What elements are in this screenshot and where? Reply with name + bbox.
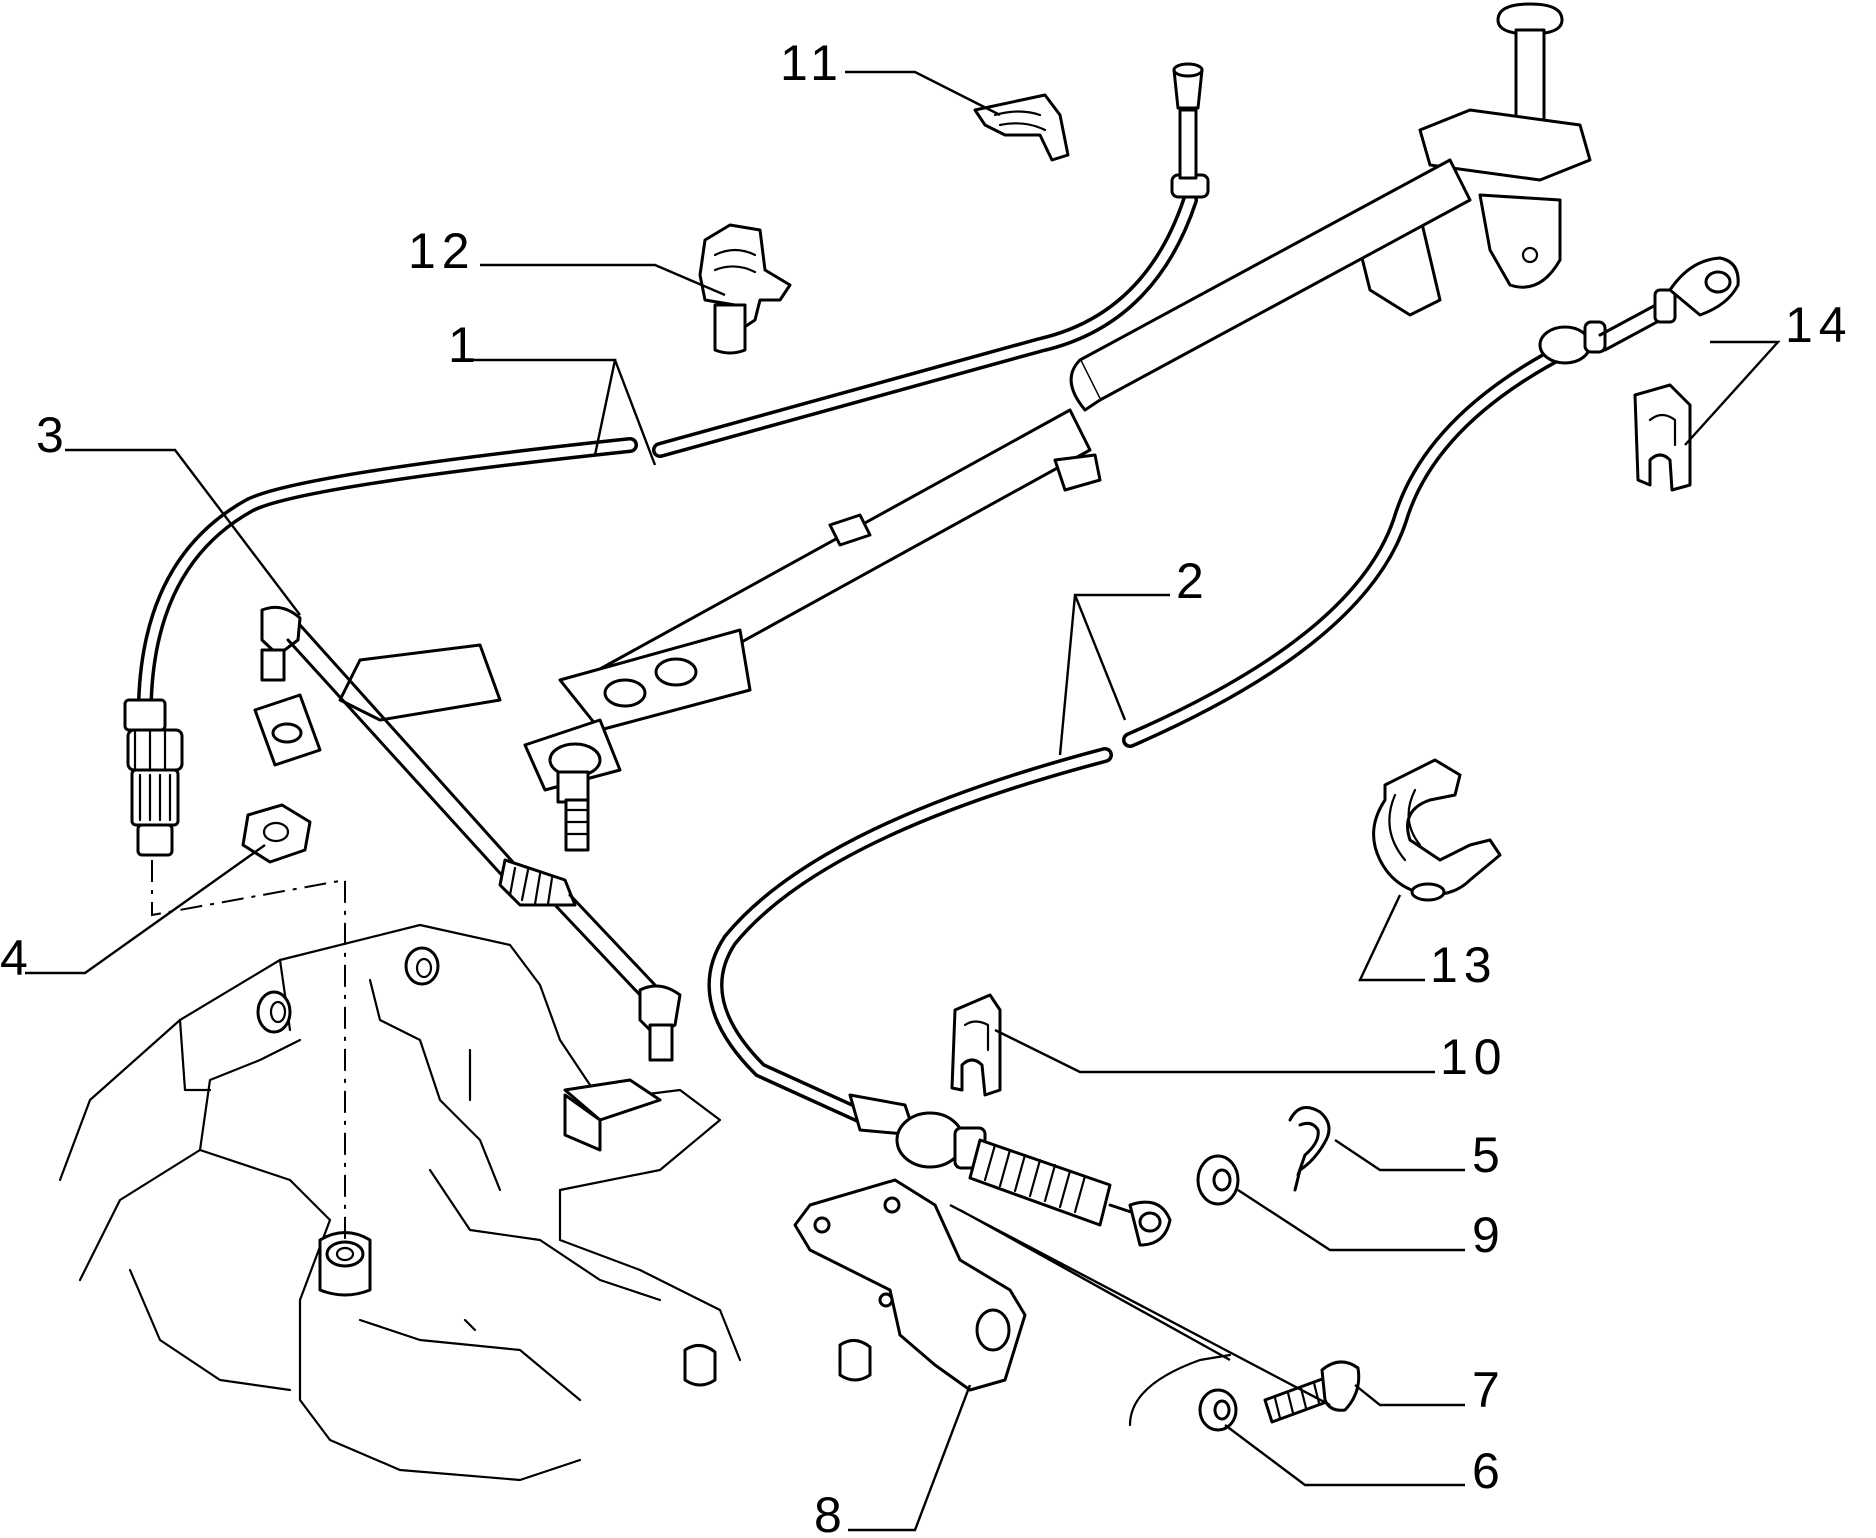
cotter-pin-5: [1288, 1106, 1331, 1192]
clip-14: [1633, 383, 1692, 492]
label-10: 10: [1440, 1029, 1508, 1085]
label-8: 8: [814, 1487, 848, 1538]
washer-9: [1196, 1154, 1240, 1206]
linkage-rod-3: [260, 605, 682, 1062]
clip-12: [698, 223, 792, 355]
washer-6: [1198, 1388, 1238, 1432]
label-13: 13: [1430, 937, 1498, 993]
clamp-13: [1372, 758, 1502, 902]
clip-10: [950, 993, 1002, 1097]
clip-11: [973, 93, 1070, 162]
label-9: 9: [1472, 1207, 1506, 1263]
label-5: 5: [1472, 1127, 1506, 1183]
label-14: 14: [1785, 297, 1853, 353]
selector-cable-1: [123, 62, 1210, 857]
shift-lever-assembly: [523, 2, 1592, 852]
gear-cable-2: [707, 256, 1740, 1247]
label-12: 12: [408, 223, 476, 279]
label-6: 6: [1472, 1443, 1506, 1499]
cable-bracket-8: [793, 1178, 1027, 1392]
label-11: 11: [780, 35, 844, 91]
label-4: 4: [0, 930, 34, 986]
label-7: 7: [1472, 1362, 1506, 1418]
label-3: 3: [36, 407, 70, 463]
assembly-axis-line: [151, 860, 346, 1240]
label-1: 1: [448, 317, 482, 373]
bolt-7: [1263, 1360, 1361, 1424]
label-2: 2: [1176, 553, 1210, 609]
part-labels: 11 12 1 3 4 14 2 13 10 5 9 7 6 8: [0, 35, 1853, 1538]
lever-support-bracket: [253, 643, 502, 767]
housing-edge-curve: [1128, 1353, 1232, 1427]
callout-lines: [25, 70, 1781, 1532]
transmission-housing: [58, 923, 872, 1482]
